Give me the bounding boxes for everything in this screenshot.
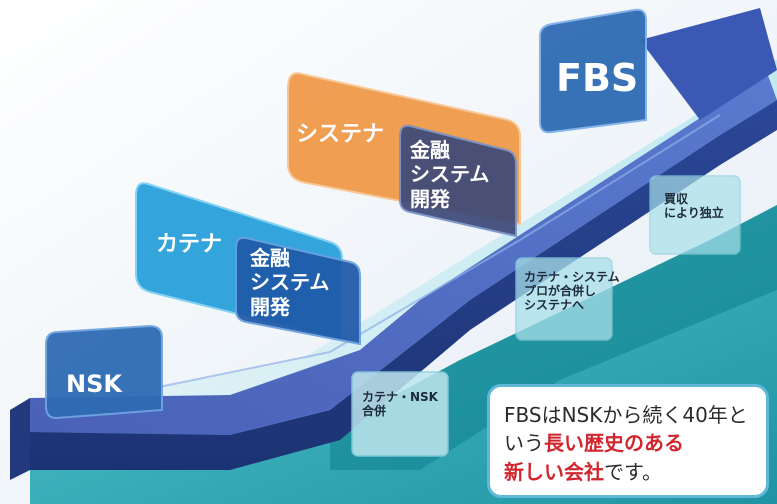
milestone-note-3: 買収 により独立 [664, 192, 724, 221]
kinyu-panel-1-text: 金融 システム 開発 [250, 246, 330, 319]
callout-box: FBSはNSKから続く40年という長い歴史のある新しい会社です。 [487, 384, 769, 498]
milestone-note-1: カテナ・NSK 合併 [362, 390, 438, 419]
callout-highlight-1: 長い歴史のある [544, 431, 684, 456]
arrow-head [640, 8, 777, 120]
stage-label-katena: カテナ [156, 232, 223, 257]
milestone-plate-3 [649, 175, 741, 255]
milestone-note-2: カテナ・システム プロが合併し システナへ [524, 270, 620, 313]
stage-label-nsk: NSK [66, 370, 122, 398]
milestone-plate-2 [515, 257, 613, 341]
stage-label-systena: システナ [296, 122, 385, 147]
stage-panel-nsk [45, 324, 163, 420]
kinyu-panel-2-text: 金融 システム 開発 [410, 138, 490, 211]
kinyu-panel-2 [399, 124, 517, 238]
stage-panel-fbs [539, 8, 647, 134]
callout-text-part1: FBSはNSKから続く40年という [504, 403, 748, 456]
kinyu-panel-1 [235, 236, 361, 346]
stage-label-fbs: FBS [556, 56, 639, 100]
callout-text-part2: です。 [604, 459, 662, 484]
callout-highlight-2: 新しい会社 [504, 459, 604, 484]
milestone-plate-1 [351, 371, 449, 457]
